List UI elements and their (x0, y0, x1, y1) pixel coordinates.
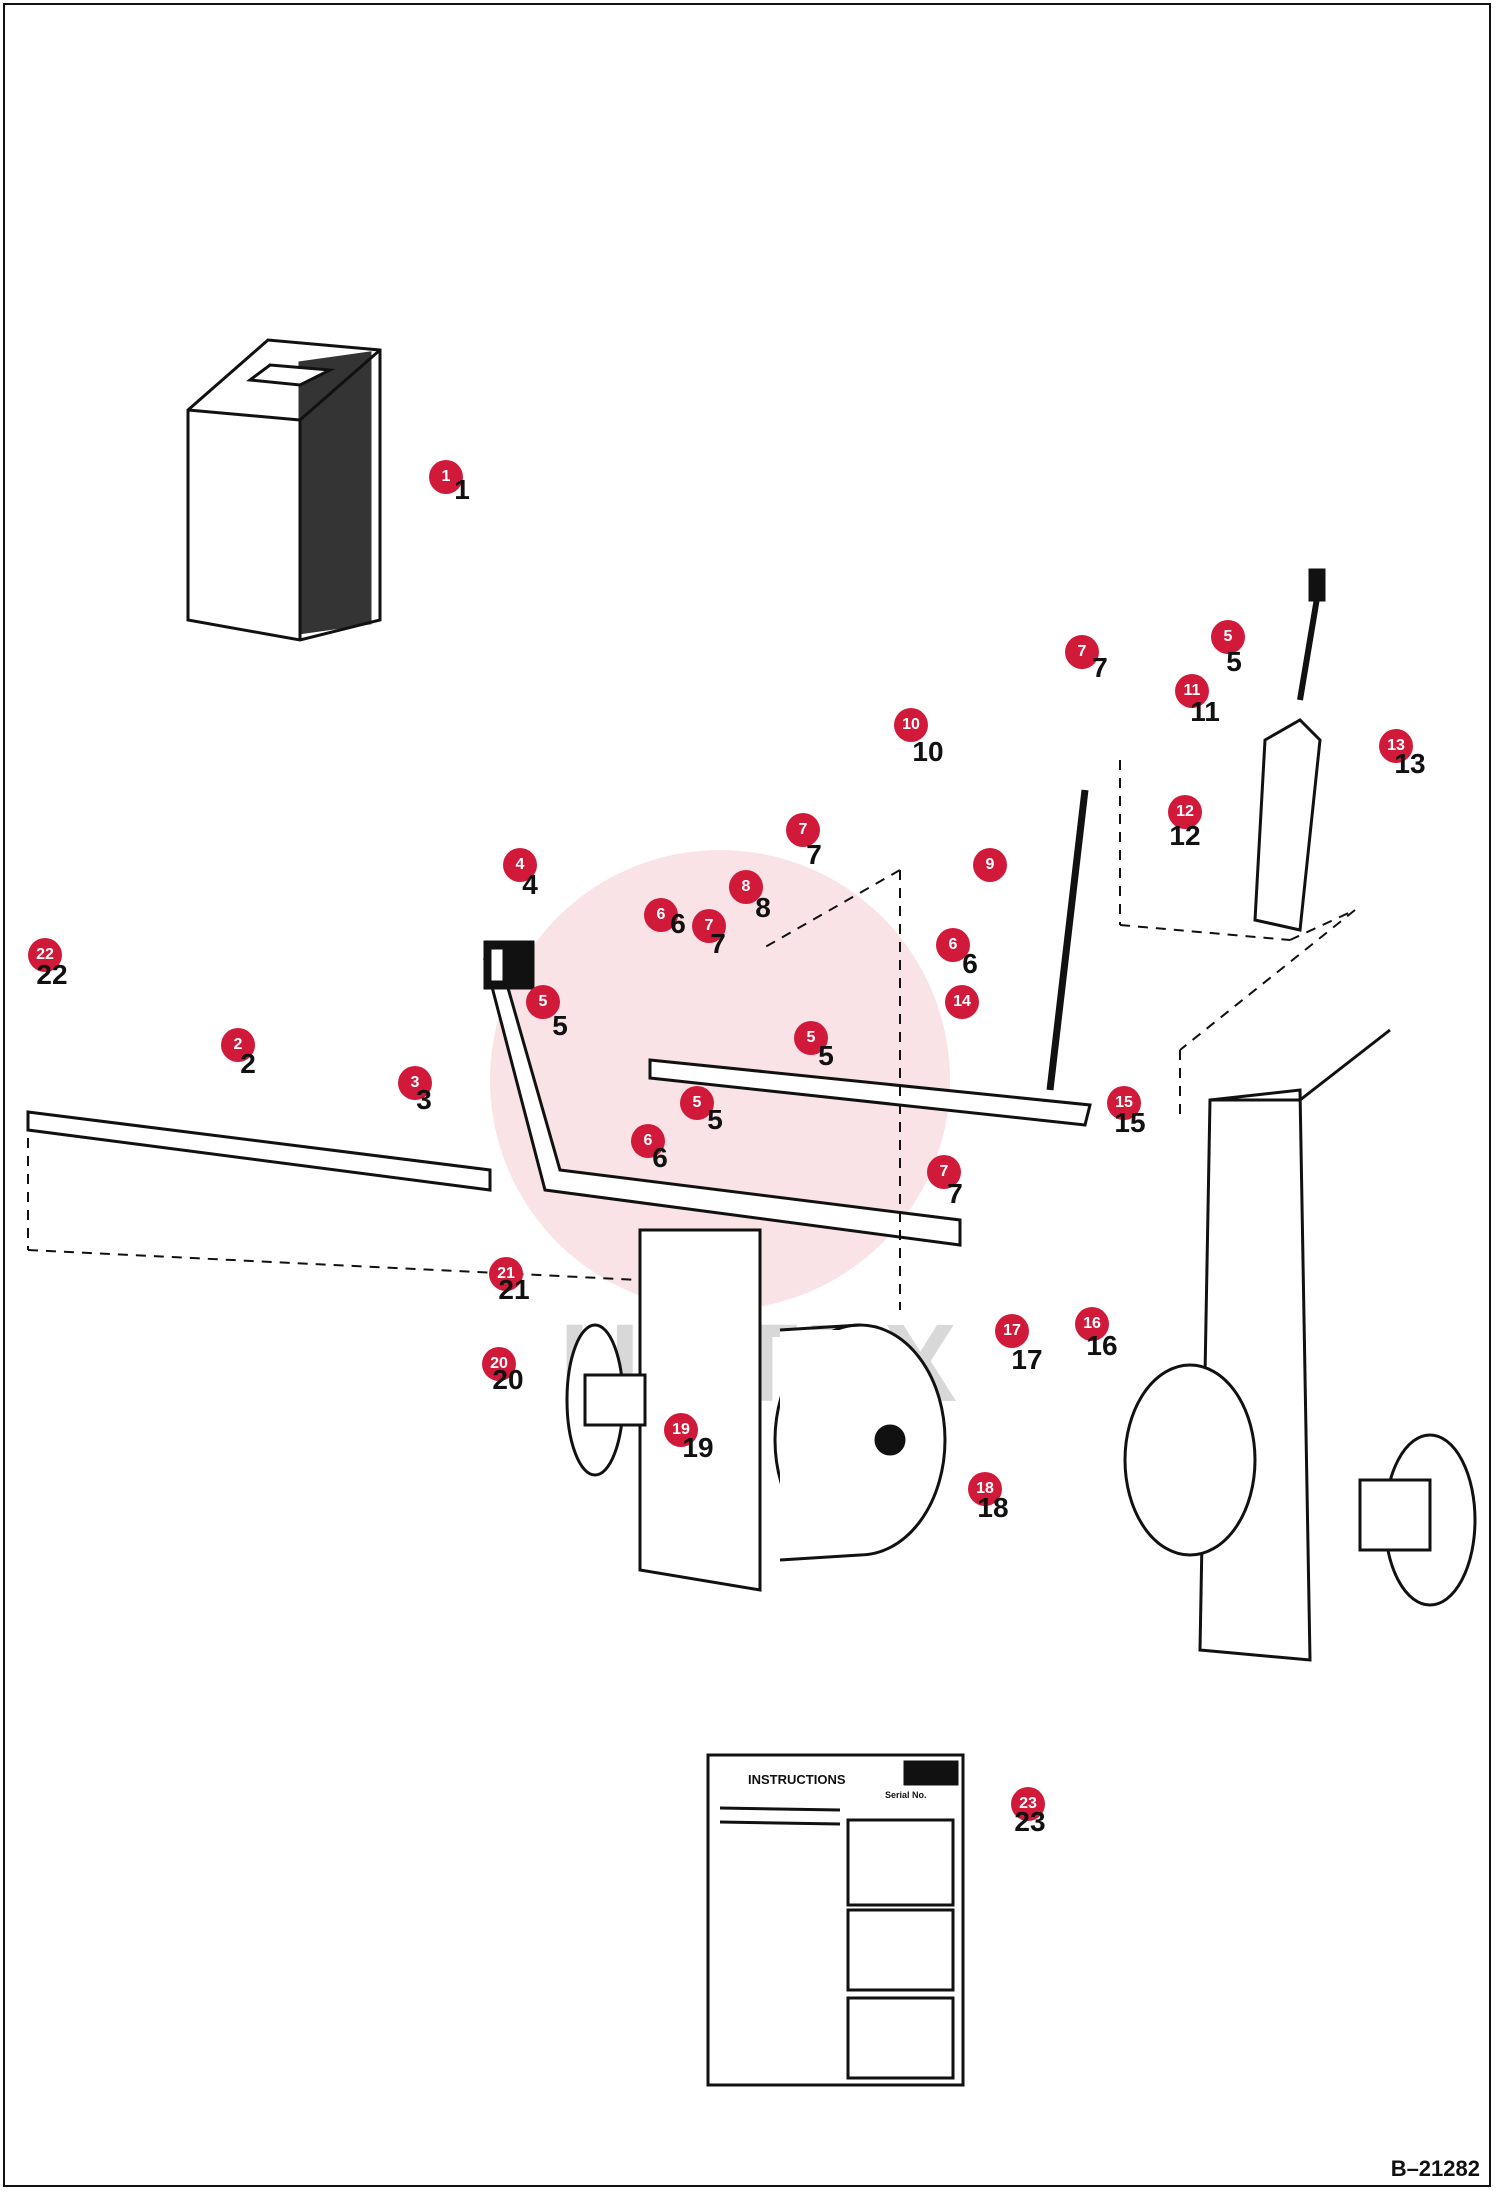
part-box (186, 338, 382, 642)
callout-14[interactable]: 14 (945, 985, 979, 1019)
instruction-sheet-title: INSTRUCTIONS (748, 1772, 846, 1787)
number-5d: 5 (1226, 646, 1242, 677)
number-17: 17 (1011, 1344, 1043, 1375)
drawing-border (3, 3, 1491, 2187)
number-6c: 6 (652, 1142, 668, 1173)
callout-23[interactable]: 23 (1011, 1787, 1045, 1821)
number-13: 13 (1394, 748, 1426, 779)
number-2: 2 (240, 1048, 256, 1079)
number-11: 11 (1190, 696, 1220, 727)
callout-5c[interactable]: 5 (680, 1086, 714, 1120)
callout-7d[interactable]: 7 (927, 1155, 961, 1189)
callout-13[interactable]: 13 (1379, 729, 1413, 763)
callout-12[interactable]: 12 (1168, 795, 1202, 829)
number-3: 3 (416, 1084, 432, 1115)
part-pedal (483, 940, 535, 990)
number-6b: 6 (962, 948, 978, 979)
number-19: 19 (682, 1432, 714, 1463)
number-1: 1 (454, 474, 470, 505)
callout-21[interactable]: 21 (489, 1257, 523, 1291)
callout-8[interactable]: 8 (729, 870, 763, 904)
number-18: 18 (977, 1492, 1009, 1523)
callout-5d[interactable]: 5 (1211, 620, 1245, 654)
callout-9[interactable]: 9 (973, 848, 1007, 882)
number-16: 16 (1086, 1330, 1118, 1361)
callout-22[interactable]: 22 (28, 938, 62, 972)
callout-3[interactable]: 3 (398, 1066, 432, 1100)
part-motor-left (565, 1228, 947, 1592)
number-7a: 7 (710, 928, 726, 959)
callout-6c[interactable]: 6 (631, 1124, 665, 1158)
callout-7a[interactable]: 7 (692, 909, 726, 943)
number-20: 20 (492, 1364, 524, 1395)
part-vertical-rod (1046, 789, 1089, 1091)
callout-16[interactable]: 16 (1075, 1307, 1109, 1341)
number-5a: 5 (552, 1010, 568, 1041)
part-motor-right (1123, 1028, 1477, 1662)
callout-1[interactable]: 1 (429, 460, 463, 494)
callout-5b[interactable]: 5 (794, 1021, 828, 1055)
callout-4[interactable]: 4 (503, 848, 537, 882)
number-10: 10 (912, 736, 944, 767)
number-4: 4 (522, 869, 538, 900)
number-6a: 6 (670, 908, 686, 939)
drawing-id: B–21282 (1390, 2156, 1480, 2181)
part-plate (648, 1058, 1092, 1127)
number-15: 15 (1114, 1107, 1146, 1138)
number-5c: 5 (707, 1104, 723, 1135)
callout-15[interactable]: 15 (1107, 1086, 1141, 1120)
callout-19[interactable]: 19 (664, 1413, 698, 1447)
number-7b: 7 (806, 839, 822, 870)
number-23: 23 (1014, 1806, 1046, 1837)
callout-10[interactable]: 10 (894, 708, 928, 742)
callout-7b[interactable]: 7 (786, 813, 820, 847)
part-rod (26, 1110, 641, 1281)
callout-6b[interactable]: 6 (936, 928, 970, 962)
callout-7c[interactable]: 7 (1065, 635, 1099, 669)
part-linkage (1253, 568, 1326, 932)
number-7c: 7 (1092, 652, 1108, 683)
callout-17[interactable]: 17 (995, 1314, 1029, 1348)
number-21: 21 (498, 1274, 530, 1305)
number-5b: 5 (818, 1040, 834, 1071)
callout-6a[interactable]: 6 (644, 898, 678, 932)
callout-2[interactable]: 2 (221, 1028, 255, 1062)
number-12: 12 (1169, 820, 1201, 851)
callout-18[interactable]: 18 (968, 1472, 1002, 1506)
instruction-sheet (706, 1753, 965, 2087)
instruction-sheet-serial-label: Serial No. (885, 1790, 927, 1800)
number-8: 8 (755, 892, 771, 923)
number-22: 22 (36, 959, 68, 990)
callout-20[interactable]: 20 (482, 1347, 516, 1381)
callout-11[interactable]: 11 (1175, 674, 1209, 708)
number-7d: 7 (947, 1178, 963, 1209)
callout-5a[interactable]: 5 (526, 985, 560, 1019)
